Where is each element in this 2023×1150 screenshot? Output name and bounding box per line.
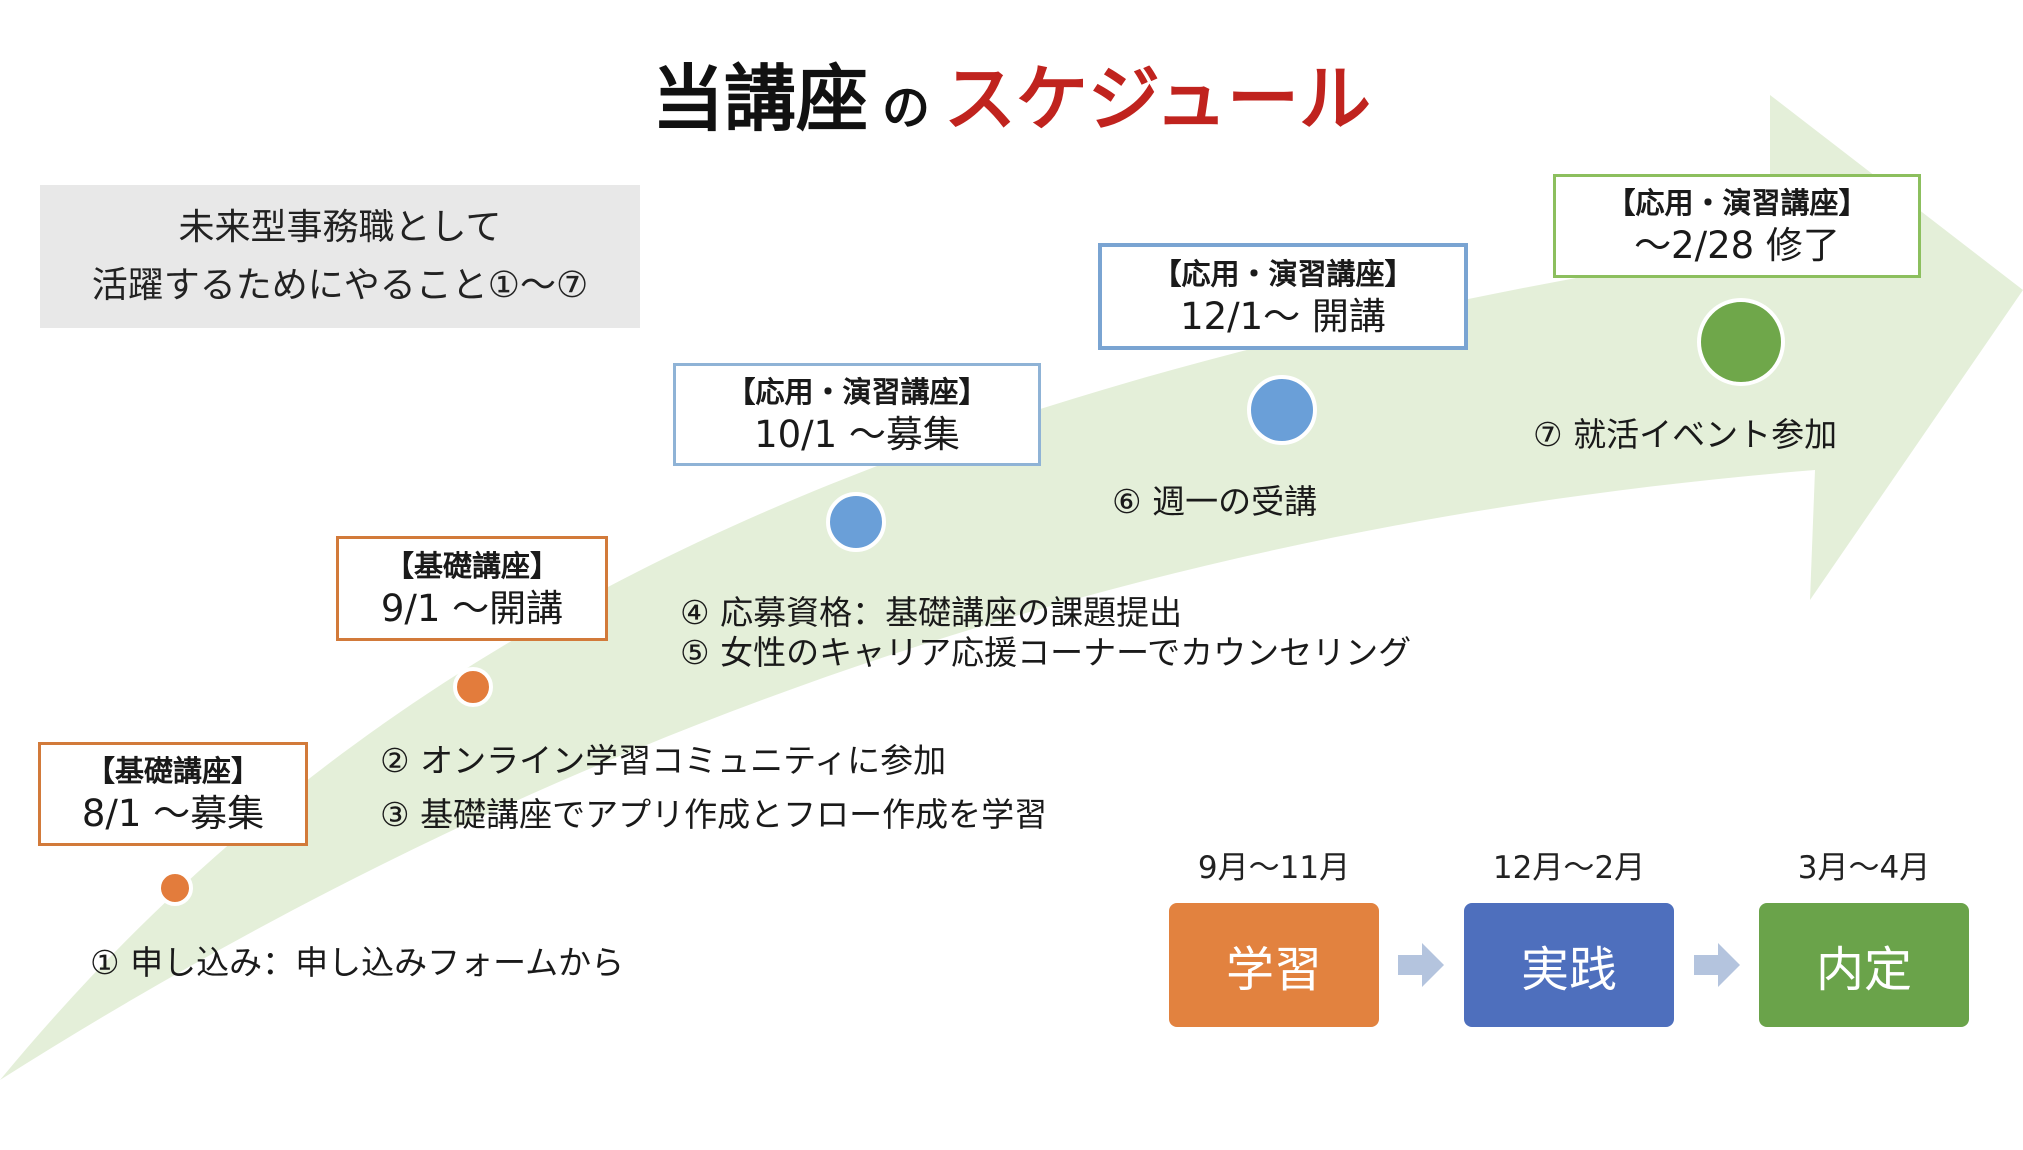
course-date: 10/1 〜募集	[754, 412, 960, 456]
step-4: ④ 応募資格：基礎講座の課題提出	[680, 593, 1183, 632]
title-connector: の	[882, 80, 931, 136]
step-1: ① 申し込み：申し込みフォームから	[90, 943, 625, 982]
phase-label-learn: 学習	[1225, 942, 1322, 998]
phase-label-practice: 実践	[1520, 942, 1617, 998]
course-box-advanced-start: 【応用・演習講座】 12/1〜 開講	[1098, 243, 1468, 350]
milestone-dot-3	[826, 492, 886, 552]
arrow-right-icon	[1398, 943, 1444, 987]
course-category: 【応用・演習講座】	[1152, 256, 1414, 291]
step-7: ⑦ 就活イベント参加	[1533, 415, 1838, 454]
milestone-dot-5	[1697, 298, 1785, 386]
step-6: ⑥ 週一の受講	[1112, 482, 1318, 521]
progress-arrow-shape	[0, 95, 2023, 1080]
phase-period-offer: 3月〜4月	[1797, 850, 1931, 886]
course-date: 12/1〜 開講	[1180, 294, 1386, 338]
goal-line-2: 活躍するためにやること①〜⑦	[91, 264, 589, 306]
phase-label-offer: 内定	[1815, 942, 1912, 998]
milestone-dot-1	[157, 870, 193, 906]
course-box-advanced-finish: 【応用・演習講座】 〜2/28 修了	[1553, 174, 1921, 278]
step-3: ③ 基礎講座でアプリ作成とフロー作成を学習	[380, 795, 1048, 834]
course-category: 【応用・演習講座】	[726, 374, 988, 409]
goal-box: 未来型事務職として 活躍するためにやること①〜⑦	[40, 185, 640, 328]
arrow-right-icon	[1694, 943, 1740, 987]
course-date: 9/1 〜開講	[380, 586, 564, 630]
course-box-advanced-recruit: 【応用・演習講座】 10/1 〜募集	[673, 363, 1041, 466]
step-5: ⑤ 女性のキャリア応援コーナーでカウンセリング	[680, 633, 1412, 672]
course-category: 【基礎講座】	[85, 754, 260, 788]
phase-box-practice: 実践	[1464, 903, 1674, 1027]
course-date: 〜2/28 修了	[1634, 224, 1840, 267]
milestone-dot-4	[1247, 375, 1317, 445]
course-category: 【基礎講座】	[384, 548, 559, 583]
phase-box-offer: 内定	[1759, 903, 1969, 1027]
step-2: ② オンライン学習コミュニティに参加	[380, 741, 947, 780]
phase-box-learn: 学習	[1169, 903, 1379, 1027]
title-part-schedule: スケジュール	[944, 57, 1371, 141]
course-box-basic-start: 【基礎講座】 9/1 〜開講	[336, 536, 608, 641]
course-box-basic-recruit: 【基礎講座】 8/1 〜募集	[38, 742, 308, 846]
milestone-dot-2	[453, 667, 493, 707]
course-category: 【応用・演習講座】	[1606, 186, 1868, 220]
title-part-course: 当講座	[652, 57, 869, 141]
phase-period-practice: 12月〜2月	[1492, 850, 1646, 886]
course-date: 8/1 〜募集	[81, 792, 265, 835]
goal-line-1: 未来型事務職として	[178, 206, 502, 248]
phase-period-learn: 9月〜11月	[1197, 850, 1351, 886]
page-title: 当講座のスケジュール	[0, 40, 2023, 145]
